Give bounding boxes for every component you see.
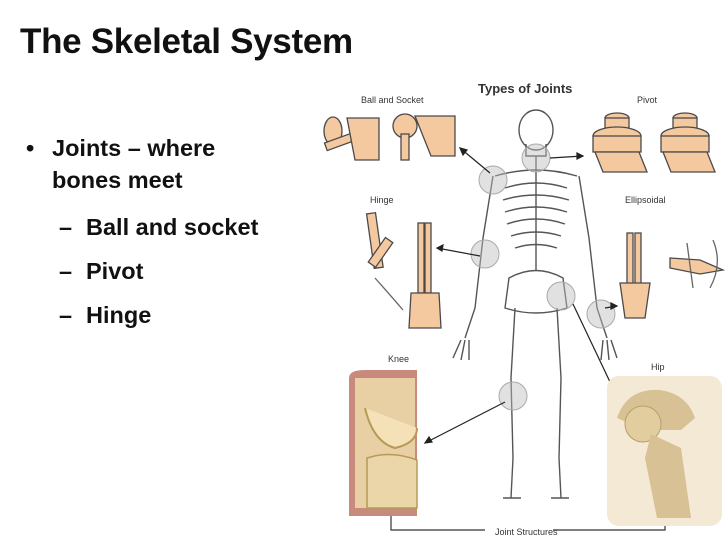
- ellipsoidal-illustration: [619, 232, 726, 319]
- label-knee: Knee: [388, 354, 409, 364]
- slide-title: The Skeletal System: [20, 22, 353, 61]
- label-hinge: Hinge: [370, 195, 394, 205]
- ball-and-socket-illustration: [323, 113, 456, 161]
- label-hip: Hip: [651, 362, 665, 372]
- sub-bullet-text: Pivot: [86, 258, 144, 284]
- bullet-joints: • Joints – where bones meet: [26, 132, 296, 196]
- joint-diagram: Ball and Socket Types of Joints Pivot Hi…: [323, 81, 726, 537]
- pivot-illustration: [592, 112, 716, 173]
- label-ball-and-socket: Ball and Socket: [361, 95, 424, 105]
- label-pivot: Pivot: [637, 95, 658, 105]
- bullet-text-line1: Joints – where: [52, 135, 216, 161]
- joint-types-figure: Ball and Socket Types of Joints Pivot Hi…: [315, 78, 728, 546]
- sub-bullet-marker: –: [59, 302, 73, 328]
- bullet-list: • Joints – where bones meet – Ball and s…: [26, 132, 296, 331]
- sub-bullet-marker: –: [59, 214, 73, 240]
- bullet-marker: •: [26, 135, 35, 161]
- sub-bullet-ball-and-socket: – Ball and socket: [26, 211, 296, 243]
- hip-illustration: [607, 376, 722, 526]
- sub-bullet-text: Ball and socket: [86, 214, 259, 240]
- label-joint-structures: Joint Structures: [495, 527, 558, 537]
- sub-bullet-marker: –: [59, 258, 73, 284]
- skeleton-illustration: [452, 109, 618, 499]
- figure-heading: Types of Joints: [478, 81, 572, 96]
- sub-bullet-text: Hinge: [86, 302, 152, 328]
- bullet-text-line2: bones meet: [52, 167, 183, 193]
- label-ellipsoidal: Ellipsoidal: [625, 195, 666, 205]
- knee-illustration: [349, 370, 418, 516]
- sub-bullet-pivot: – Pivot: [26, 255, 296, 287]
- hinge-illustration: [365, 211, 442, 329]
- sub-bullet-hinge: – Hinge: [26, 299, 296, 331]
